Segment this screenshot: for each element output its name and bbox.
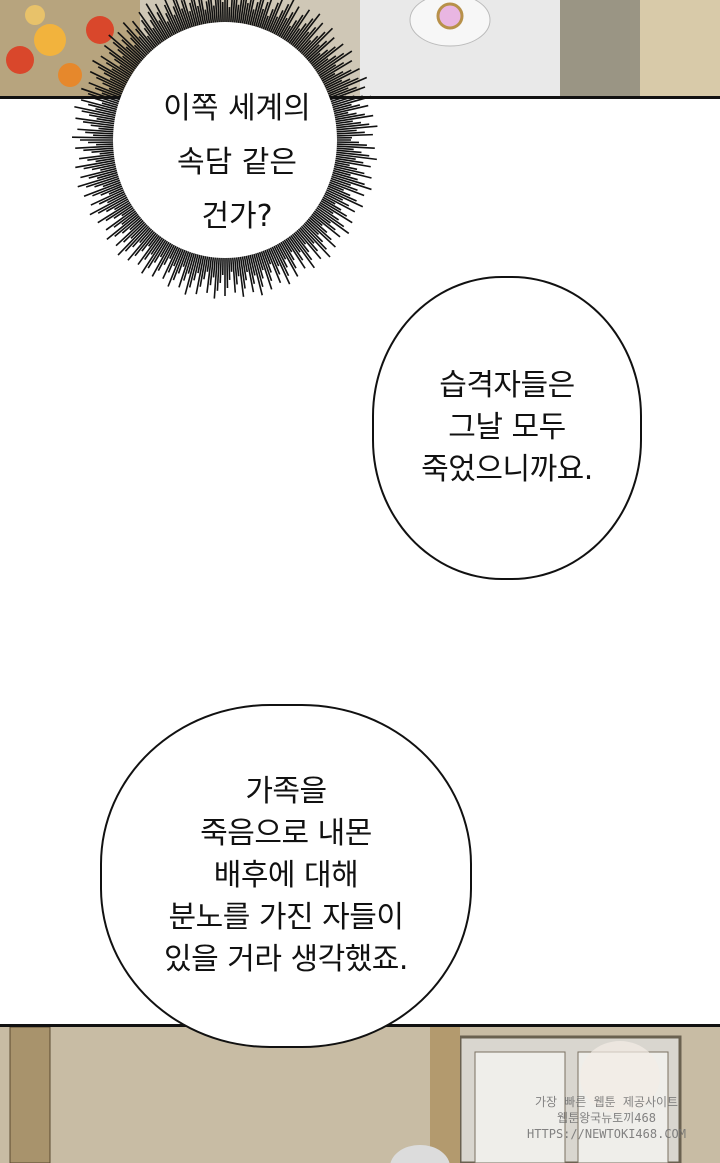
burst-line-1: 이쪽 세계의: [112, 82, 362, 136]
watermark-line-3: HTTPS://NEWTOKI468.COM: [527, 1126, 686, 1142]
site-watermark: 가장 빠른 웹툰 제공사이트 웹툰왕국뉴토끼468 HTTPS://NEWTOK…: [527, 1094, 686, 1142]
bubble-1-line-1: 습격자들은: [421, 365, 593, 407]
watermark-line-1: 가장 빠른 웹툰 제공사이트: [527, 1094, 686, 1110]
bubble-1-line-2: 그날 모두: [421, 407, 593, 449]
bubble-2-line-3: 배후에 대해: [164, 855, 408, 897]
watermark-line-2: 웹툰왕국뉴토끼468: [527, 1110, 686, 1126]
speech-bubble-1: 습격자들은 그날 모두 죽었으니까요.: [372, 276, 642, 580]
bubble-2-line-4: 분노를 가진 자들이: [164, 897, 408, 939]
bubble-2-line-2: 죽음으로 내몬: [164, 813, 408, 855]
speech-bubble-2: 가족을 죽음으로 내몬 배후에 대해 분노를 가진 자들이 있을 거라 생각했죠…: [100, 704, 472, 1048]
bubble-1-line-3: 죽었으니까요.: [421, 449, 593, 491]
bubble-2-line-5: 있을 거라 생각했죠.: [164, 939, 408, 981]
burst-line-3: 건가?: [112, 190, 362, 244]
burst-line-2: 속담 같은: [112, 136, 362, 190]
bubble-2-line-1: 가족을: [164, 771, 408, 813]
burst-bubble-text: 이쪽 세계의 속담 같은 건가?: [112, 82, 362, 244]
